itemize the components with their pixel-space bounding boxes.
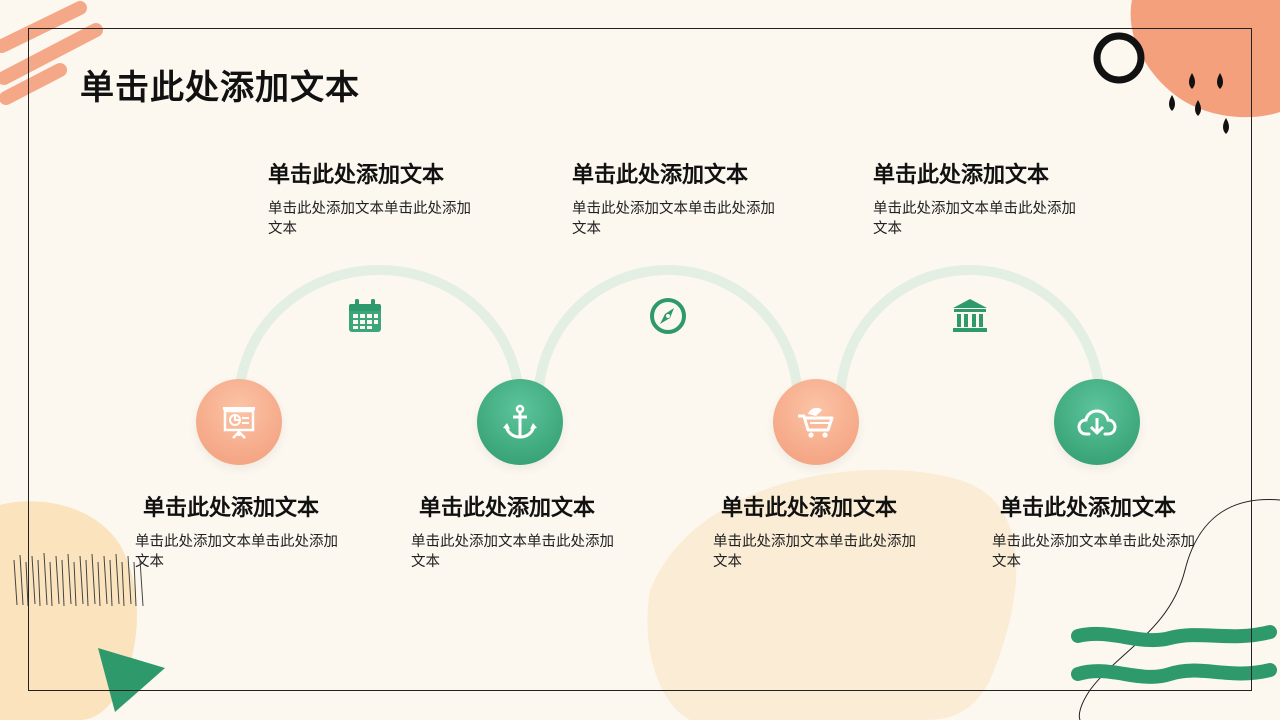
scribble-marks [13,552,144,607]
presentation-board-icon [223,407,255,439]
top-item-body: 单击此处添加文本单击此处添加文本 [572,201,775,237]
green-wavy-strokes [1071,625,1277,684]
bottom-item-heading: 单击此处添加文本 [419,496,596,521]
top-item-3: 单击此处添加文本 单击此处添加文本单击此处添加文本 [873,157,1088,239]
bottom-item-body: 单击此处添加文本单击此处添加文本 [713,534,916,570]
step-1-circle [196,379,282,465]
thin-curve-line [1078,499,1280,720]
bottom-item-heading: 单击此处添加文本 [721,496,898,521]
calendar-icon [349,299,381,332]
compass-icon [650,298,686,334]
bottom-item-4: 单击此处添加文本 单击此处添加文本单击此处添加文本 [992,490,1215,572]
bottom-item-body: 单击此处添加文本单击此处添加文本 [992,534,1195,570]
top-item-heading: 单击此处添加文本 [572,163,749,188]
bottom-item-body: 单击此处添加文本单击此处添加文本 [135,534,338,570]
green-triangle [98,648,165,712]
cloud-download-icon [1077,409,1117,436]
anchor-icon [503,404,537,439]
content-frame [28,28,1252,691]
bottom-item-heading: 单击此处添加文本 [143,496,320,521]
top-item-1: 单击此处添加文本 单击此处添加文本单击此处添加文本 [268,157,483,239]
top-item-heading: 单击此处添加文本 [873,163,1050,188]
step-4-circle [1054,379,1140,465]
top-item-2: 单击此处添加文本 单击此处添加文本单击此处添加文本 [572,157,787,239]
step-2-circle [477,379,563,465]
bottom-item-2: 单击此处添加文本 单击此处添加文本单击此处添加文本 [411,490,634,572]
beige-blob-bottom-center [647,469,1017,720]
step-3-circle [773,379,859,465]
bottom-item-1: 单击此处添加文本 单击此处添加文本单击此处添加文本 [135,490,358,572]
bank-icon [953,299,987,332]
page-title: 单击此处添加文本 [80,68,360,108]
top-item-body: 单击此处添加文本单击此处添加文本 [268,201,471,237]
black-drops [1169,73,1229,134]
arc-2 [533,265,803,403]
arc-1 [234,265,524,403]
bottom-item-heading: 单击此处添加文本 [1000,496,1177,521]
arc-3 [835,265,1105,403]
peach-blob-top-right [1130,0,1280,118]
top-item-heading: 单击此处添加文本 [268,163,445,188]
brush-stroke-top-left [0,1,103,105]
bottom-item-3: 单击此处添加文本 单击此处添加文本单击此处添加文本 [713,490,936,572]
bottom-item-body: 单击此处添加文本单击此处添加文本 [411,534,614,570]
top-item-body: 单击此处添加文本单击此处添加文本 [873,201,1076,237]
shopping-cart-icon [798,407,834,438]
black-ring [1093,32,1145,84]
